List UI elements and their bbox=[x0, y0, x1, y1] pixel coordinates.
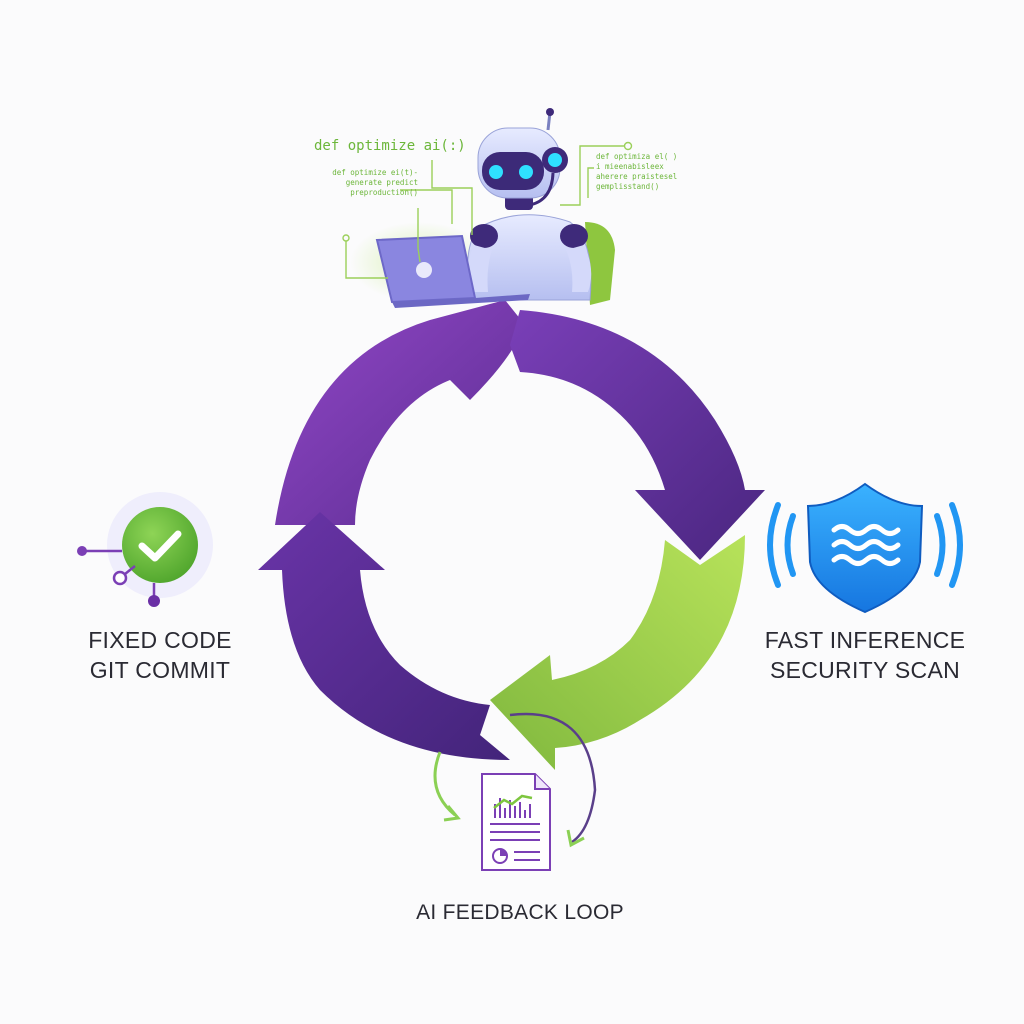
label-line: SECURITY SCAN bbox=[769, 657, 961, 683]
code-line: def optimiza el( ) bbox=[596, 152, 678, 161]
label-fixed-code: FIXED CODE GIT COMMIT bbox=[60, 625, 260, 685]
code-line: generate predict bbox=[345, 178, 418, 187]
arrow-segment-top-left bbox=[275, 300, 525, 525]
code-snippet-right: def optimiza el( ) i mieenabisleex ahere… bbox=[596, 152, 686, 192]
robot-icon bbox=[350, 108, 615, 305]
code-line: def optimize ei(t)- bbox=[332, 168, 418, 177]
label-fast-inference: FAST INFERENCE SECURITY SCAN bbox=[740, 625, 990, 685]
code-line: gemplisstand() bbox=[596, 182, 660, 191]
arrow-segment-bottom-left bbox=[258, 512, 510, 760]
label-line: GIT COMMIT bbox=[89, 657, 231, 683]
checkmark-icon bbox=[138, 530, 182, 562]
arrow-segment-right-green bbox=[490, 535, 745, 770]
shield-icon bbox=[767, 482, 963, 614]
label-ai-feedback-loop: AI FEEDBACK LOOP bbox=[416, 901, 624, 924]
code-line: preproduction() bbox=[350, 188, 418, 197]
arrow-segment-top-right bbox=[510, 310, 765, 560]
code-line: i mieenabisleex bbox=[596, 162, 664, 171]
label-line: FIXED CODE bbox=[88, 627, 232, 653]
document-chart-icon bbox=[433, 712, 597, 871]
code-line: aherere praistesel bbox=[596, 172, 678, 181]
code-connectors bbox=[342, 141, 633, 279]
git-commit-check-icon bbox=[77, 492, 213, 607]
code-snippet-main: def optimize ai(:) bbox=[314, 138, 466, 154]
label-line: FAST INFERENCE bbox=[764, 627, 966, 653]
cycle-arrows bbox=[258, 300, 765, 770]
code-snippet-left: def optimize ei(t)- generate predict pre… bbox=[318, 168, 418, 198]
laptop-icon bbox=[375, 234, 530, 308]
